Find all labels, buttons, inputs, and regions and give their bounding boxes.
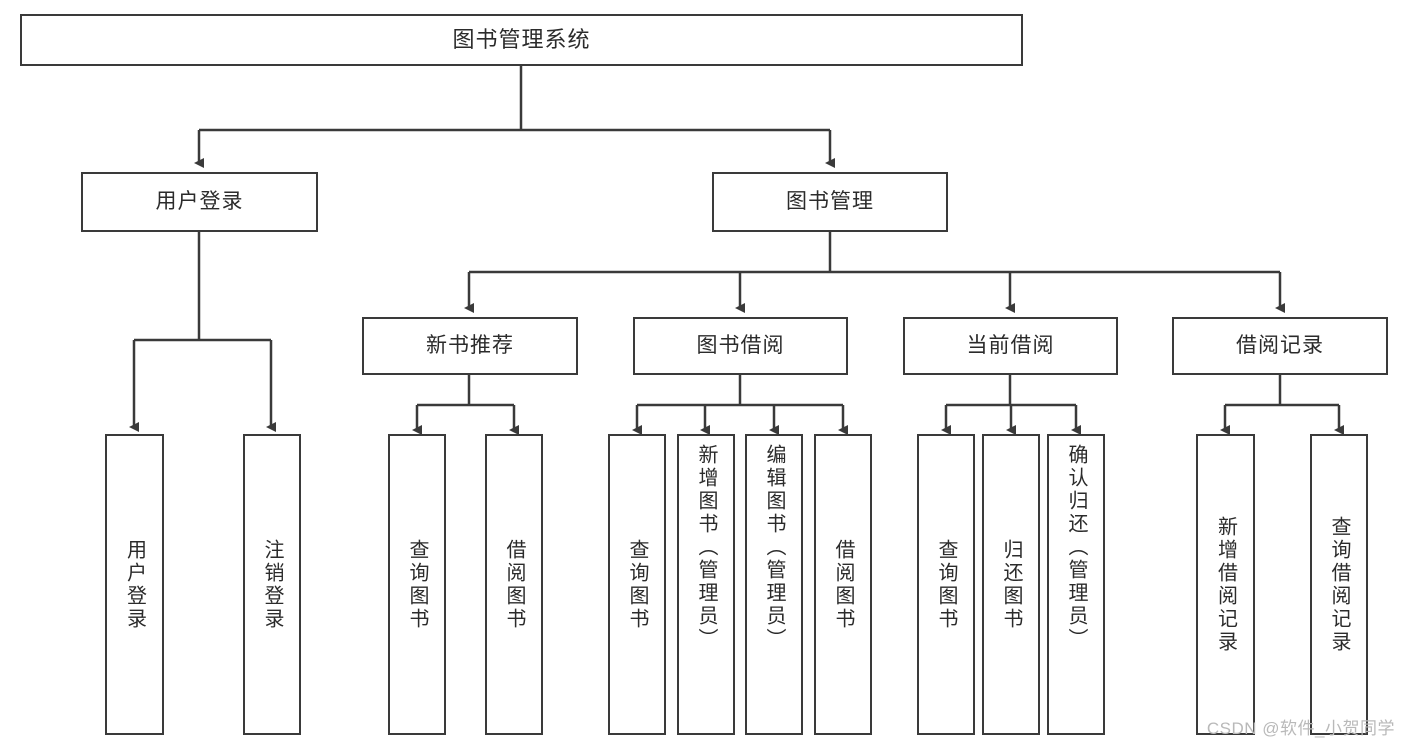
node-leaf-add-book-label: 新增图书（管理员） — [695, 444, 717, 651]
node-leaf-query-record[interactable]: 查询借阅记录 — [1310, 434, 1368, 735]
node-leaf-borrow-book-1-label: 借阅图书 — [503, 538, 525, 631]
node-new-book-recommend[interactable]: 新书推荐 — [362, 317, 578, 375]
node-leaf-confirm-return-label: 确认归还（管理员） — [1065, 444, 1087, 651]
node-leaf-logout-label: 注销登录 — [261, 538, 283, 631]
node-leaf-edit-book[interactable]: 编辑图书（管理员） — [745, 434, 803, 735]
node-root[interactable]: 图书管理系统 — [20, 14, 1023, 66]
node-leaf-confirm-return[interactable]: 确认归还（管理员） — [1047, 434, 1105, 735]
node-leaf-logout[interactable]: 注销登录 — [243, 434, 301, 735]
node-book-borrow[interactable]: 图书借阅 — [633, 317, 848, 375]
node-book-management-label: 图书管理 — [786, 189, 874, 213]
node-root-label: 图书管理系统 — [452, 27, 591, 53]
node-current-borrow[interactable]: 当前借阅 — [903, 317, 1118, 375]
node-leaf-query-book-2-label: 查询图书 — [626, 538, 648, 631]
node-leaf-edit-book-label: 编辑图书（管理员） — [763, 444, 785, 651]
node-current-borrow-label: 当前借阅 — [966, 333, 1055, 357]
watermark: CSDN @软件_小贺同学 — [1206, 719, 1395, 738]
node-leaf-query-book-1-label: 查询图书 — [406, 538, 428, 631]
node-leaf-query-book-2[interactable]: 查询图书 — [608, 434, 666, 735]
node-leaf-add-record-label: 新增借阅记录 — [1214, 515, 1237, 654]
node-leaf-return-book-label: 归还图书 — [1000, 538, 1022, 631]
node-book-borrow-label: 图书借阅 — [696, 333, 785, 357]
node-new-book-recommend-label: 新书推荐 — [426, 333, 514, 357]
node-leaf-query-record-label: 查询借阅记录 — [1328, 515, 1350, 654]
node-leaf-add-record[interactable]: 新增借阅记录 — [1196, 434, 1255, 735]
node-borrow-record-label: 借阅记录 — [1236, 333, 1324, 357]
node-leaf-query-book-3[interactable]: 查询图书 — [917, 434, 975, 735]
node-borrow-record[interactable]: 借阅记录 — [1172, 317, 1388, 375]
node-leaf-query-book-3-label: 查询图书 — [935, 538, 957, 631]
node-leaf-user-login[interactable]: 用户登录 — [105, 434, 164, 735]
node-leaf-user-login-label: 用户登录 — [123, 538, 146, 631]
node-leaf-query-book-1[interactable]: 查询图书 — [388, 434, 446, 735]
node-leaf-add-book[interactable]: 新增图书（管理员） — [677, 434, 735, 735]
node-leaf-borrow-book-2[interactable]: 借阅图书 — [814, 434, 872, 735]
node-book-management[interactable]: 图书管理 — [712, 172, 948, 232]
node-leaf-return-book[interactable]: 归还图书 — [982, 434, 1040, 735]
node-leaf-borrow-book-2-label: 借阅图书 — [832, 538, 854, 631]
node-user-login-label: 用户登录 — [155, 189, 244, 213]
node-leaf-borrow-book-1[interactable]: 借阅图书 — [485, 434, 543, 735]
node-user-login[interactable]: 用户登录 — [81, 172, 318, 232]
